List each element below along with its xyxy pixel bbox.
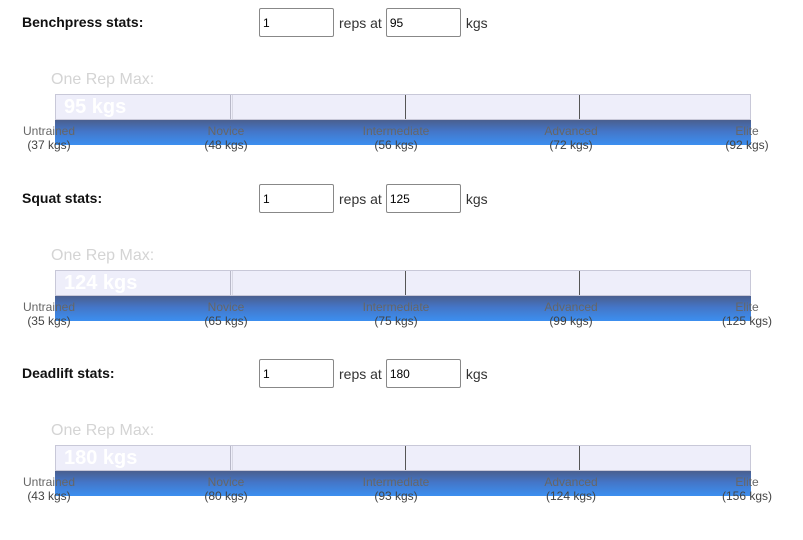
- level-kg: (93 kgs): [374, 489, 418, 503]
- bar-divider: [230, 271, 231, 295]
- reps-at-label: reps at: [339, 365, 382, 382]
- benchpress-one-rep-max-value: 95 kgs: [64, 96, 127, 118]
- level-name: Novice: [207, 475, 245, 489]
- level-kg: (35 kgs): [27, 314, 71, 328]
- unit-label: kgs: [465, 365, 488, 382]
- deadlift-reps-input[interactable]: [259, 359, 334, 388]
- bar-divider: [230, 446, 231, 470]
- bar-divider: [405, 95, 406, 119]
- level-kg: (56 kgs): [374, 138, 418, 152]
- level-untrained: Untrained(43 kgs): [23, 475, 75, 503]
- level-name: Intermediate: [362, 124, 430, 138]
- benchpress-strength-bar: 95 kgs: [55, 94, 751, 120]
- benchpress-weight-input[interactable]: [385, 8, 461, 37]
- level-name: Advanced: [544, 124, 598, 138]
- squat-level-band: [55, 296, 751, 321]
- level-kg: (75 kgs): [374, 314, 418, 328]
- level-kg: (43 kgs): [27, 489, 71, 503]
- deadlift-strength-bar: 180 kgs: [55, 445, 751, 471]
- benchpress-level-band: [55, 120, 751, 145]
- level-name: Novice: [207, 300, 245, 314]
- level-kg: (99 kgs): [549, 314, 593, 328]
- bar-divider: [579, 95, 580, 119]
- level-name: Untrained: [22, 475, 76, 489]
- level-name: Untrained: [22, 300, 76, 314]
- one-rep-max-label: One Rep Max:: [51, 71, 155, 88]
- squat-reps-input[interactable]: [259, 184, 334, 213]
- level-untrained: Untrained(35 kgs): [23, 300, 75, 328]
- squat-title: Squat stats:: [22, 190, 103, 206]
- deadlift-title: Deadlift stats:: [22, 365, 115, 381]
- level-name: Untrained: [22, 124, 76, 138]
- squat-section: Squat stats: reps at kgs One Rep Max: 12…: [0, 184, 803, 365]
- benchpress-section: Benchpress stats: reps at kgs One Rep Ma…: [0, 8, 803, 189]
- reps-at-label: reps at: [339, 190, 382, 207]
- level-name: Intermediate: [362, 475, 430, 489]
- level-novice: Novice(65 kgs): [204, 300, 247, 328]
- unit-label: kgs: [465, 190, 488, 207]
- level-kg: (92 kgs): [725, 138, 769, 152]
- squat-strength-bar: 124 kgs: [55, 270, 751, 296]
- deadlift-level-band: [55, 471, 751, 496]
- level-elite: Elite(156 kgs): [722, 475, 772, 503]
- level-advanced: Advanced(72 kgs): [544, 124, 597, 152]
- level-kg: (65 kgs): [204, 314, 248, 328]
- one-rep-max-label: One Rep Max:: [51, 247, 155, 264]
- level-name: Elite: [735, 124, 759, 138]
- squat-one-rep-max-value: 124 kgs: [64, 272, 138, 294]
- level-name: Intermediate: [362, 300, 430, 314]
- level-advanced: Advanced(99 kgs): [544, 300, 597, 328]
- deadlift-weight-input[interactable]: [385, 359, 461, 388]
- level-intermediate: Intermediate(75 kgs): [363, 300, 430, 328]
- level-intermediate: Intermediate(56 kgs): [363, 124, 430, 152]
- level-novice: Novice(48 kgs): [204, 124, 247, 152]
- benchpress-title: Benchpress stats:: [22, 14, 144, 30]
- level-kg: (80 kgs): [204, 489, 248, 503]
- level-name: Advanced: [544, 300, 598, 314]
- level-kg: (125 kgs): [721, 314, 773, 328]
- level-novice: Novice(80 kgs): [204, 475, 247, 503]
- squat-weight-input[interactable]: [385, 184, 461, 213]
- reps-at-label: reps at: [339, 14, 382, 31]
- deadlift-input-row: reps at kgs: [259, 359, 488, 388]
- benchpress-input-row: reps at kgs: [259, 8, 488, 37]
- level-advanced: Advanced(124 kgs): [544, 475, 597, 503]
- level-elite: Elite(125 kgs): [722, 300, 772, 328]
- deadlift-one-rep-max-value: 180 kgs: [64, 447, 138, 469]
- level-untrained: Untrained(37 kgs): [23, 124, 75, 152]
- level-kg: (124 kgs): [545, 489, 597, 503]
- level-kg: (72 kgs): [549, 138, 593, 152]
- squat-input-row: reps at kgs: [259, 184, 488, 213]
- level-name: Elite: [735, 475, 759, 489]
- bar-divider: [405, 271, 406, 295]
- level-kg: (37 kgs): [27, 138, 71, 152]
- level-elite: Elite(92 kgs): [725, 124, 768, 152]
- one-rep-max-label: One Rep Max:: [51, 422, 155, 439]
- bar-divider: [405, 446, 406, 470]
- level-kg: (156 kgs): [721, 489, 773, 503]
- deadlift-section: Deadlift stats: reps at kgs One Rep Max:…: [0, 359, 803, 540]
- unit-label: kgs: [465, 14, 488, 31]
- bar-divider: [230, 95, 231, 119]
- level-name: Novice: [207, 124, 245, 138]
- benchpress-reps-input[interactable]: [259, 8, 334, 37]
- level-intermediate: Intermediate(93 kgs): [363, 475, 430, 503]
- bar-divider: [579, 271, 580, 295]
- level-name: Advanced: [544, 475, 598, 489]
- bar-divider: [579, 446, 580, 470]
- level-kg: (48 kgs): [204, 138, 248, 152]
- level-name: Elite: [735, 300, 759, 314]
